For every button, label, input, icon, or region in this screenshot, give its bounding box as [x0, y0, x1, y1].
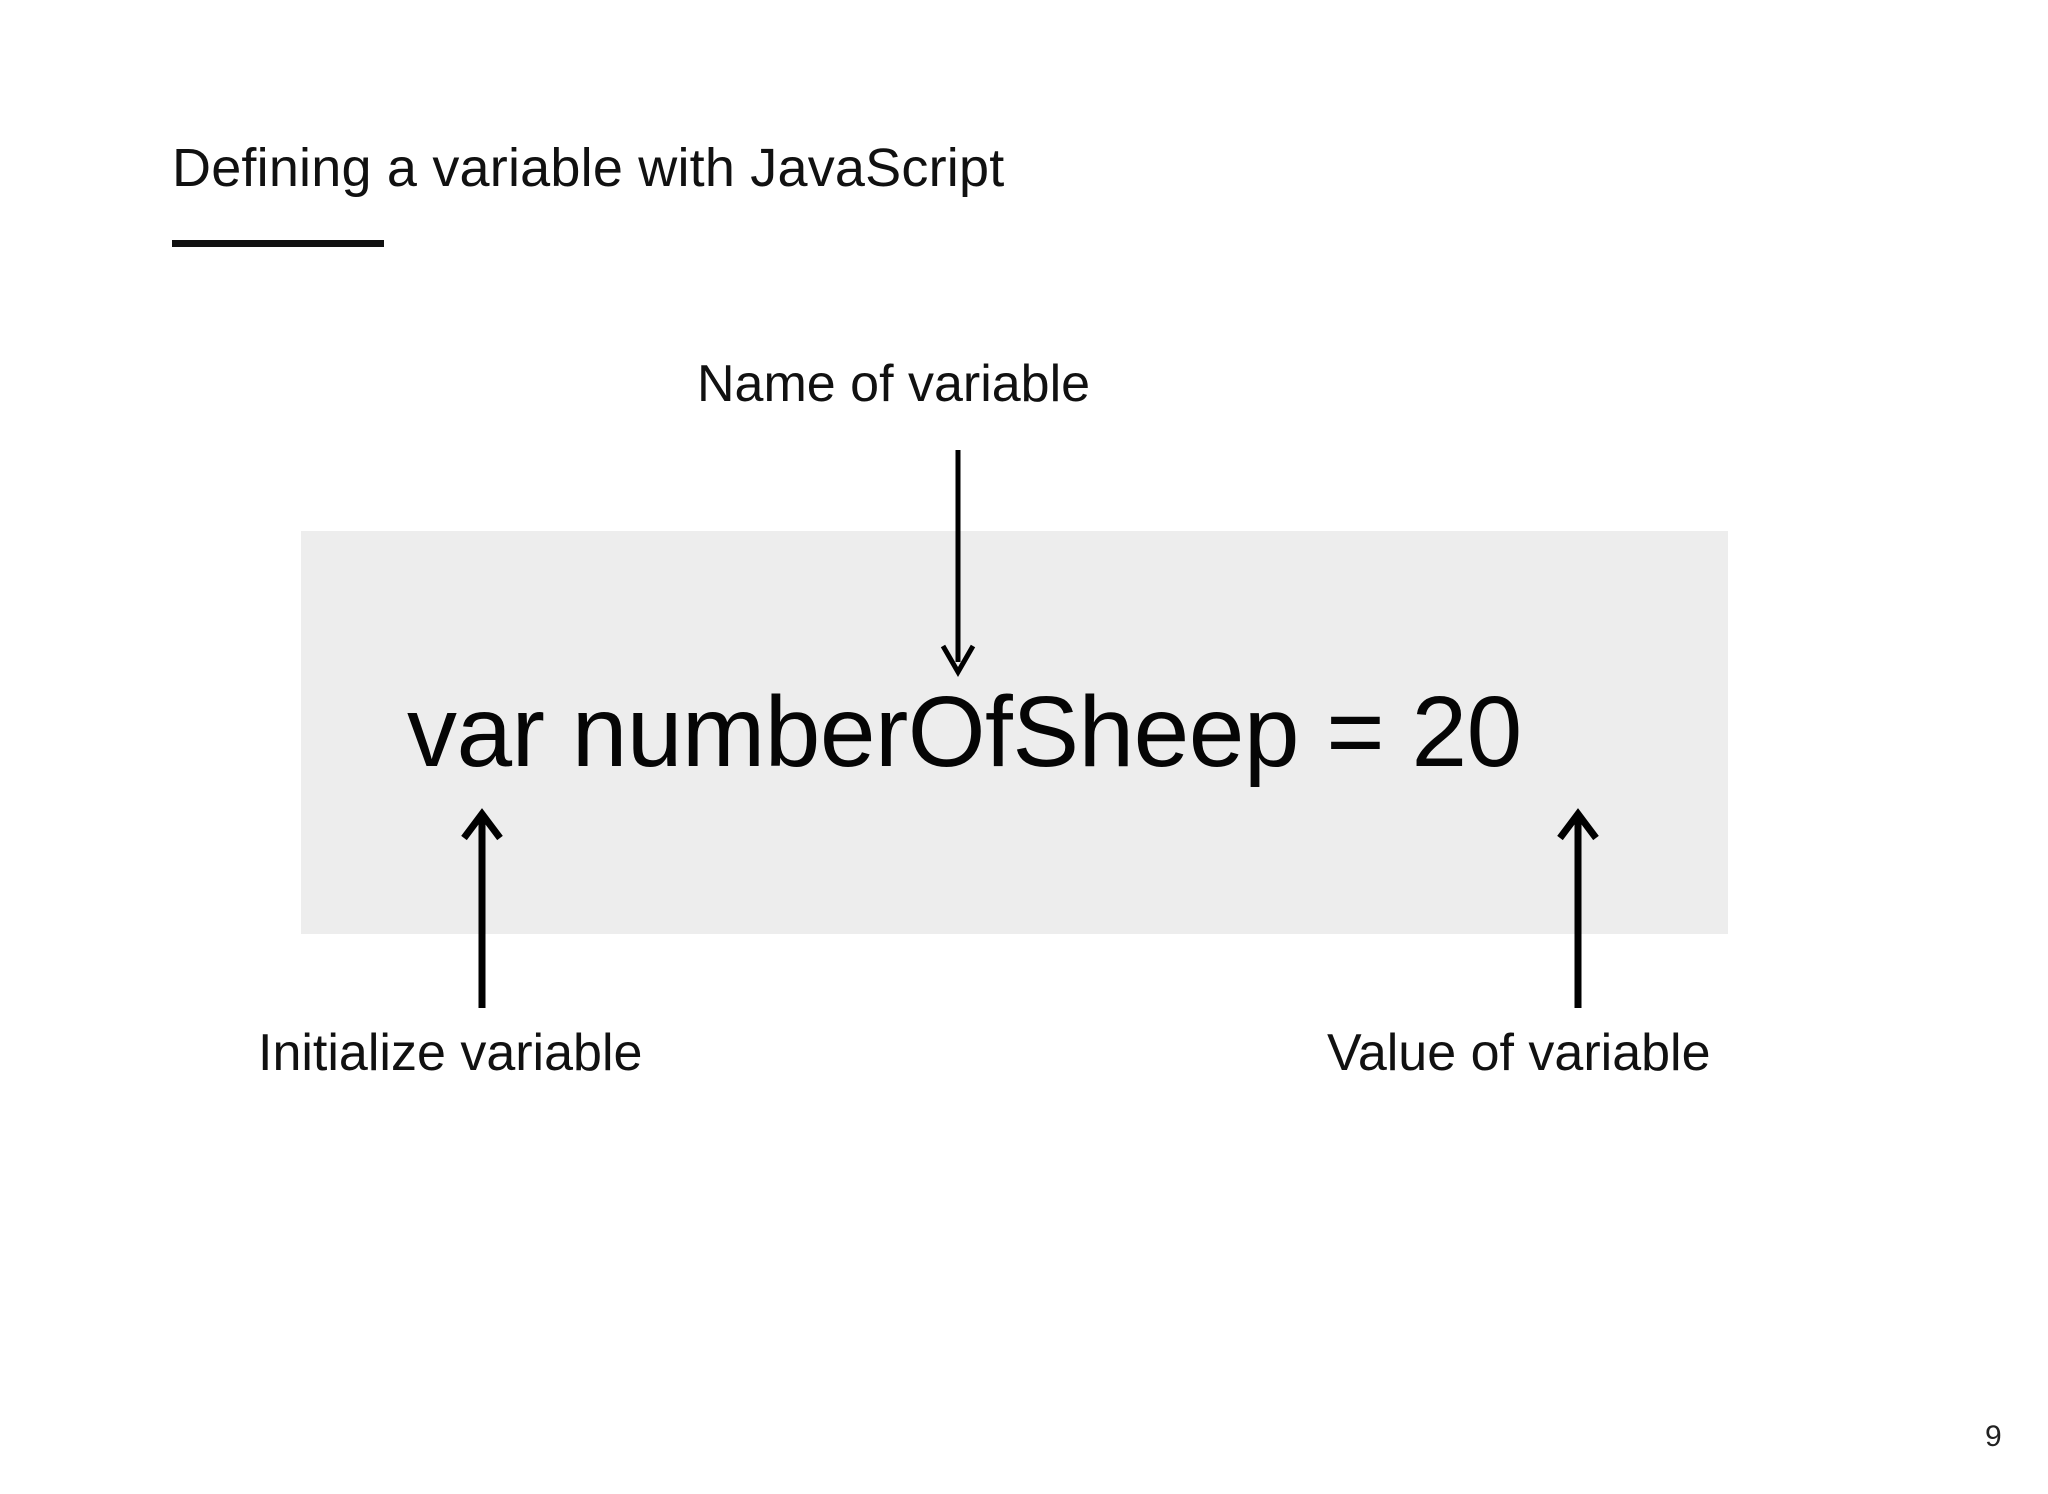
code-snippet-text: var numberOfSheep = 20 [407, 676, 1522, 788]
arrow-down-icon [940, 450, 976, 678]
code-block-panel [301, 531, 1728, 934]
page-number: 9 [1985, 1420, 2002, 1453]
page-title: Defining a variable with JavaScript [172, 138, 1005, 198]
annotation-label-value-of-variable: Value of variable [1327, 1024, 1711, 1082]
annotation-label-initialize-variable: Initialize variable [258, 1024, 643, 1082]
annotation-label-name-of-variable: Name of variable [697, 355, 1091, 413]
arrow-up-icon [1557, 808, 1599, 1008]
arrow-up-icon [461, 808, 503, 1008]
title-underline-rule [172, 240, 384, 247]
